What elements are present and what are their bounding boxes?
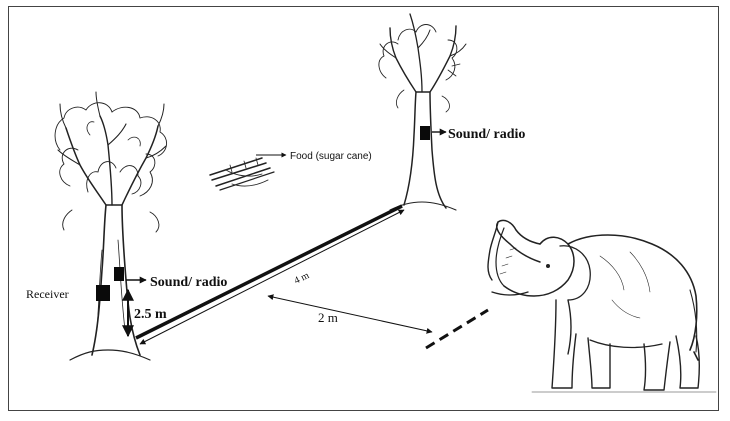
elephant-boundary-dash (425, 308, 489, 350)
distance-2m-label: 2 m (318, 310, 338, 325)
food-label: Food (sugar cane) (290, 151, 372, 162)
distance-4m-label: 4 m (292, 270, 311, 287)
left-speaker-device (114, 267, 124, 281)
distance-4m-arrow (139, 209, 405, 345)
receiver-device (96, 285, 110, 301)
distance-4m-line-bold (135, 204, 403, 340)
elephant-illustration (487, 219, 717, 393)
height-label: 2.5 m (134, 307, 167, 322)
right-tree-illustration (378, 13, 467, 211)
right-speaker-device (420, 126, 430, 140)
sugar-cane-bundle-icon (209, 157, 275, 191)
right-sound-radio-label: Sound/ radio (448, 127, 525, 142)
receiver-label: Receiver (26, 287, 69, 301)
distance-2m-arrow (267, 294, 433, 334)
left-sound-radio-label: Sound/ radio (150, 275, 227, 290)
